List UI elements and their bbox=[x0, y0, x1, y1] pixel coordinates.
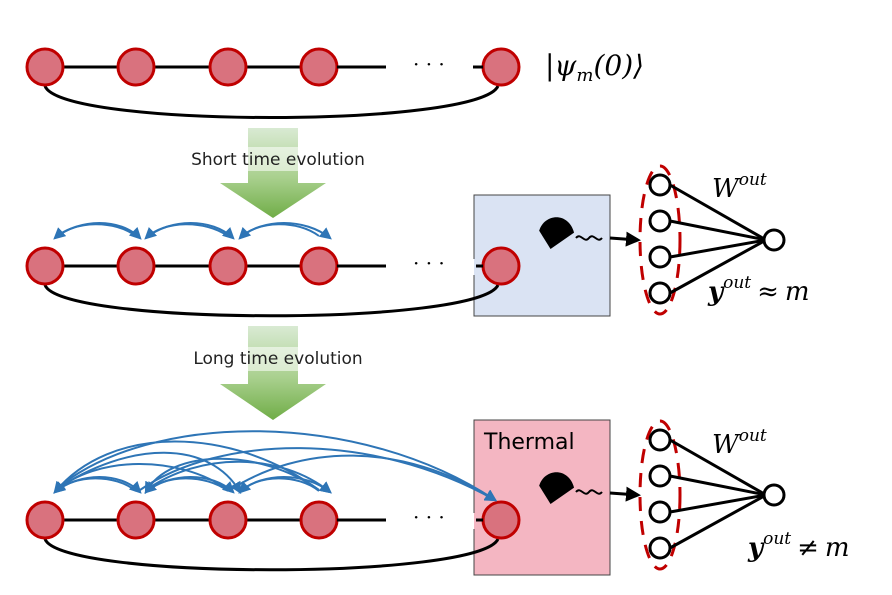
chain-short: · · · bbox=[25, 246, 521, 318]
chain-ellipsis: · · · bbox=[413, 251, 445, 275]
input-neuron bbox=[648, 536, 672, 560]
input-neuron bbox=[648, 173, 672, 197]
chain-periodic-bond bbox=[43, 85, 500, 119]
weight-label-short: Wout bbox=[712, 170, 767, 204]
spin-site bbox=[299, 246, 339, 286]
spin-site bbox=[116, 500, 156, 540]
chain-ellipsis: · · · bbox=[413, 52, 445, 76]
chain-long: · · · bbox=[25, 500, 521, 572]
arrow-right-icon bbox=[609, 231, 641, 247]
spin-site bbox=[299, 500, 339, 540]
input-neuron bbox=[648, 428, 672, 452]
output-label-short: yout≈m bbox=[707, 273, 810, 307]
output-label-long: yout≠m bbox=[747, 529, 850, 563]
spin-site bbox=[116, 47, 156, 87]
long-time-evolution-label: Long time evolution bbox=[193, 349, 362, 369]
spin-site bbox=[25, 47, 65, 87]
spin-site bbox=[116, 246, 156, 286]
chain-initial: · · · bbox=[25, 47, 521, 119]
couplings-short bbox=[53, 222, 332, 240]
block-down-arrow-icon bbox=[220, 326, 326, 420]
spin-site bbox=[208, 47, 248, 87]
input-neuron bbox=[648, 500, 672, 524]
thermal-label: Thermal bbox=[483, 430, 575, 455]
spin-site bbox=[481, 47, 521, 87]
input-neuron bbox=[648, 245, 672, 269]
readout-network-long bbox=[638, 419, 786, 571]
chain-ellipsis: · · · bbox=[413, 505, 445, 529]
spin-site bbox=[25, 246, 65, 286]
weight-label-long: Wout bbox=[712, 426, 767, 460]
detector-icon bbox=[539, 217, 603, 250]
readout-network-short bbox=[638, 164, 786, 316]
measurement-box-short bbox=[473, 194, 611, 317]
spin-site bbox=[299, 47, 339, 87]
output-neuron bbox=[762, 228, 786, 252]
arrow-right-icon bbox=[609, 486, 641, 502]
block-down-arrow-icon bbox=[220, 128, 326, 218]
spin-site bbox=[208, 246, 248, 286]
spin-site-readout bbox=[481, 246, 521, 286]
spin-site bbox=[208, 500, 248, 540]
input-neuron bbox=[648, 209, 672, 233]
short-time-evolution-label: Short time evolution bbox=[191, 150, 365, 170]
detector-icon bbox=[539, 472, 603, 505]
output-neuron bbox=[762, 483, 786, 507]
couplings-long bbox=[53, 430, 498, 502]
spin-site-readout bbox=[481, 500, 521, 540]
spin-site bbox=[25, 500, 65, 540]
initial-state-label: |ψm(0)⟩ bbox=[545, 49, 644, 86]
input-neuron bbox=[648, 464, 672, 488]
input-layer-group bbox=[638, 419, 682, 571]
input-neuron bbox=[648, 281, 672, 305]
input-layer-group bbox=[638, 164, 682, 316]
